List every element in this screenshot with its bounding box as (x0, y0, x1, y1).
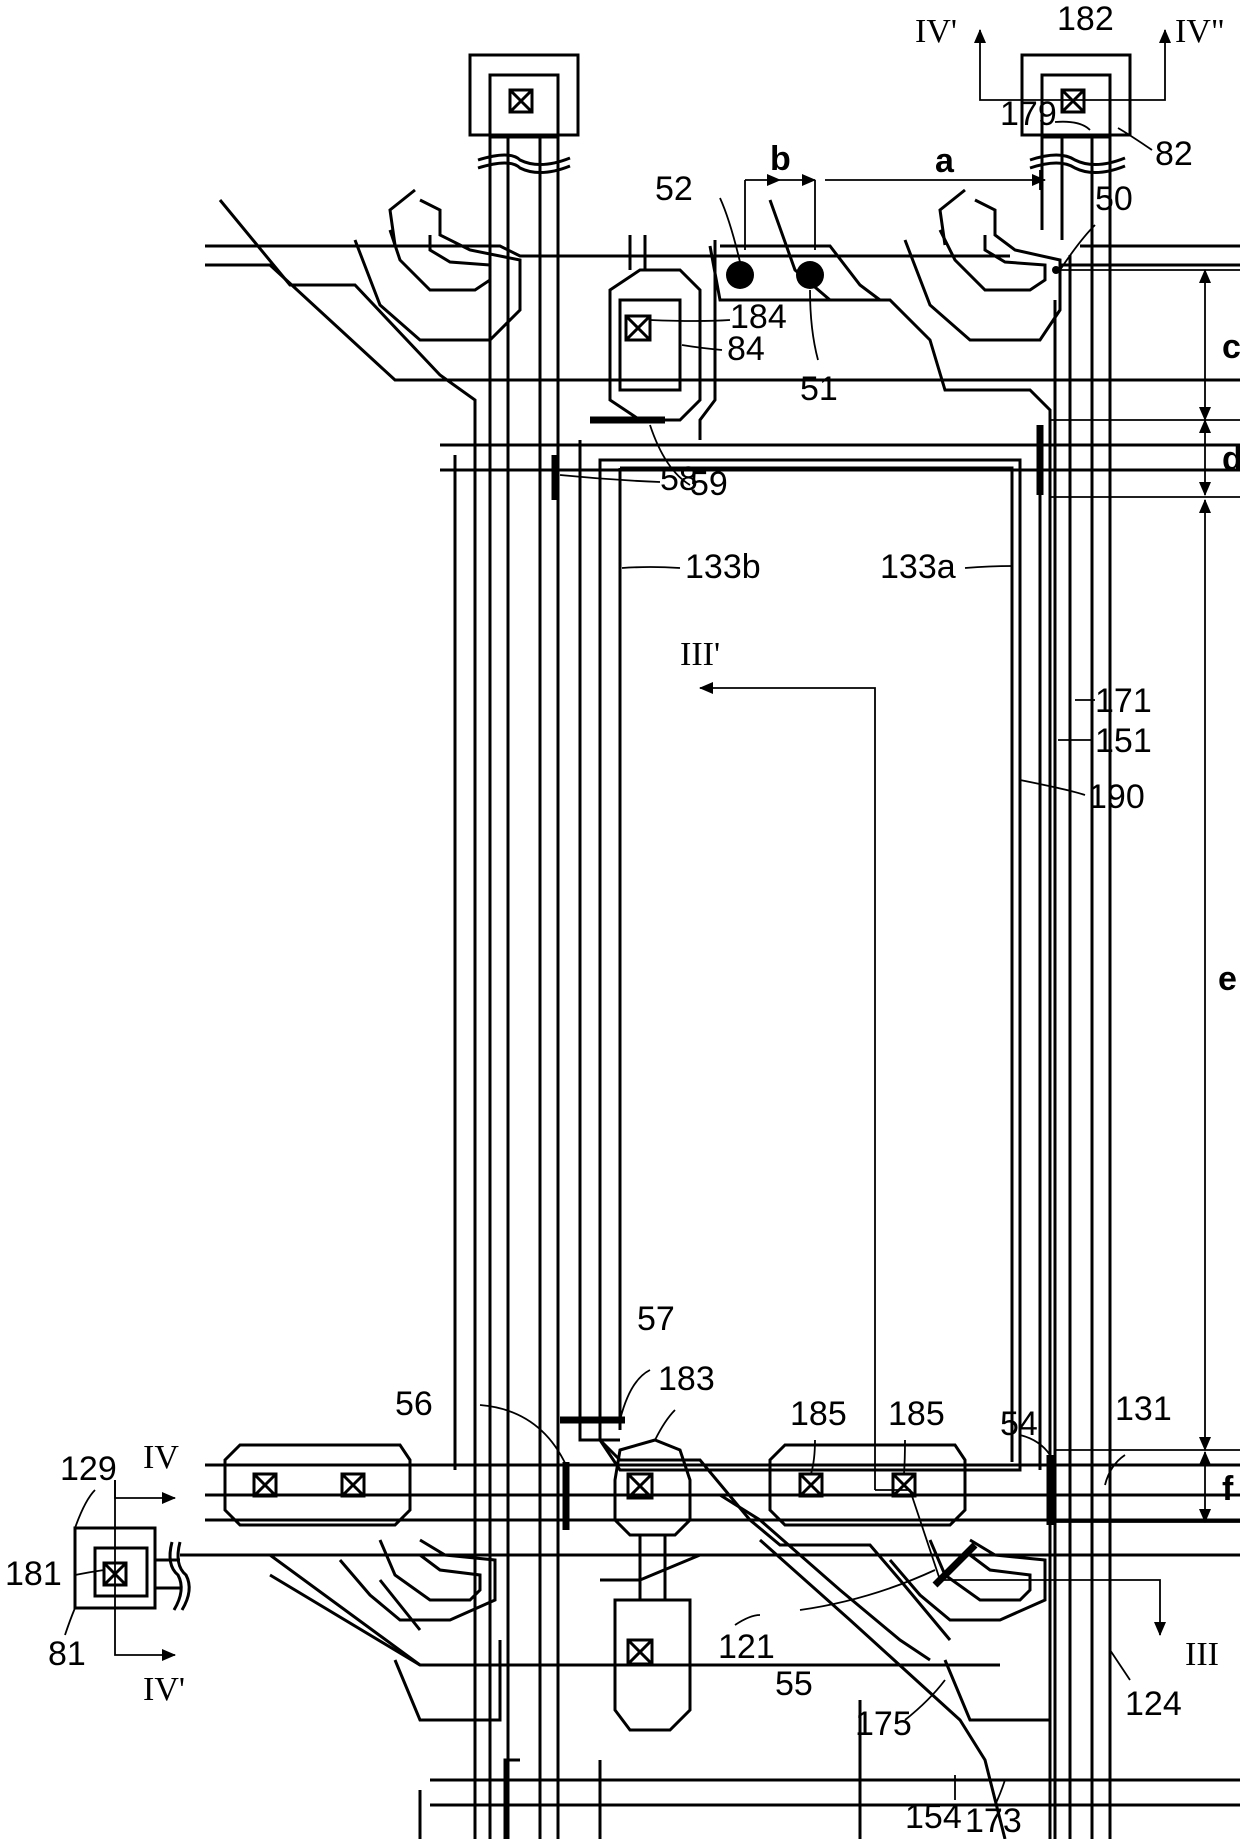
top-right-transistor (770, 190, 1060, 1839)
label-151: 151 (1095, 722, 1152, 760)
label-183: 183 (658, 1360, 715, 1398)
bottom-right-transistor (600, 1540, 1050, 1839)
section-IV-double-prime: IV" (1175, 13, 1225, 50)
label-57: 57 (637, 1300, 675, 1338)
label-51: 51 (800, 370, 838, 408)
dot-52-icon (726, 261, 754, 289)
label-129: 129 (60, 1450, 117, 1488)
label-124: 124 (1125, 1685, 1182, 1723)
label-52: 52 (655, 170, 693, 208)
label-179: 179 (1000, 95, 1057, 133)
section-IV: IV (143, 1439, 179, 1476)
label-84: 84 (727, 330, 765, 368)
label-81: 81 (48, 1635, 86, 1673)
label-133a: 133a (880, 548, 956, 586)
label-54: 54 (1000, 1405, 1038, 1443)
section-IV-prime-bottom: IV' (143, 1671, 185, 1708)
label-131: 131 (1115, 1390, 1172, 1428)
dim-f: f (1222, 1470, 1234, 1508)
label-181: 181 (5, 1555, 62, 1593)
top-right-pad (1022, 55, 1130, 1839)
label-82: 82 (1155, 135, 1193, 173)
top-left-pad (470, 55, 578, 1839)
top-boundary-region (710, 246, 1060, 300)
dim-e: e (1218, 960, 1237, 998)
dot-51-icon (796, 261, 824, 289)
label-171: 171 (1095, 682, 1152, 720)
bottom-transistor-183 (615, 1440, 690, 1730)
bottom-left-contact-box (225, 1445, 410, 1525)
label-55: 55 (775, 1665, 813, 1703)
dim-b: b (770, 140, 791, 178)
section-III-prime: III' (680, 636, 720, 673)
label-185-left: 185 (790, 1395, 847, 1433)
bottom-right-contact-box (770, 1445, 965, 1525)
dot-50-icon (1052, 266, 1060, 274)
connection-electrode-84 (610, 235, 715, 440)
label-175: 175 (855, 1705, 912, 1743)
section-III: III (1185, 1636, 1219, 1673)
dimension-labels: a b c d e f (770, 140, 1240, 1508)
data-lines-right (1055, 255, 1070, 1839)
dim-d: d (1222, 440, 1240, 478)
dim-a: a (935, 142, 955, 180)
label-185-right: 185 (888, 1395, 945, 1433)
label-190: 190 (1088, 778, 1145, 816)
label-133b: 133b (685, 548, 761, 586)
label-58: 58 (660, 460, 698, 498)
section-IV-prime-top: IV' (915, 13, 957, 50)
label-121: 121 (718, 1628, 775, 1666)
label-50: 50 (1095, 180, 1133, 218)
label-173: 173 (965, 1802, 1022, 1839)
dim-c: c (1222, 328, 1240, 366)
label-56: 56 (395, 1385, 433, 1423)
label-154: 154 (905, 1798, 962, 1836)
data-lines-left (455, 455, 475, 1839)
bottom-left-pad (75, 1528, 420, 1665)
label-182: 182 (1057, 0, 1114, 38)
